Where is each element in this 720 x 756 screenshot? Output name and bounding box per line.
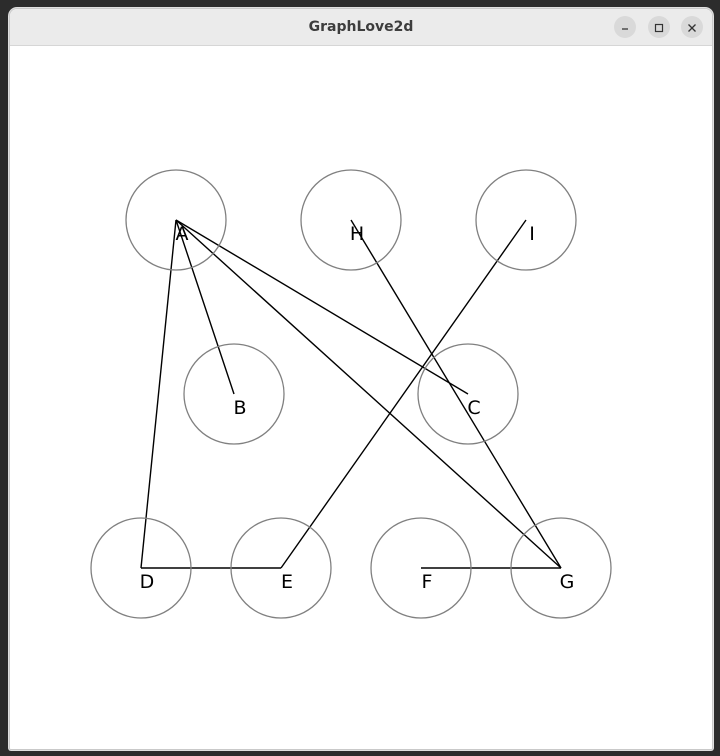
minimize-icon <box>620 18 630 37</box>
graph-svg: A H I B C D E F G <box>90 169 612 619</box>
node-circle-f[interactable] <box>370 517 472 619</box>
node-f[interactable]: F <box>370 517 472 619</box>
title-bar[interactable]: GraphLove2d <box>10 9 712 46</box>
node-c[interactable]: C <box>417 343 519 445</box>
node-circle-c[interactable] <box>417 343 519 445</box>
node-circle-d[interactable] <box>90 517 192 619</box>
minimize-button[interactable] <box>614 16 636 38</box>
edge-a-b <box>175 219 235 395</box>
node-label-f: F <box>422 571 433 593</box>
node-circle-a[interactable] <box>125 169 227 271</box>
edge-e-i <box>280 219 527 569</box>
node-label-h: H <box>350 223 364 245</box>
node-g[interactable]: G <box>510 517 612 619</box>
node-label-a: A <box>176 223 189 245</box>
node-circle-e[interactable] <box>230 517 332 619</box>
node-circle-g[interactable] <box>510 517 612 619</box>
node-b[interactable]: B <box>183 343 285 445</box>
graph-canvas[interactable]: A H I B C D E F G <box>10 46 712 749</box>
node-label-g: G <box>560 571 575 593</box>
node-a[interactable]: A <box>125 169 227 271</box>
node-label-e: E <box>281 571 293 593</box>
node-circle-h[interactable] <box>300 169 402 271</box>
node-e[interactable]: E <box>230 517 332 619</box>
node-label-d: D <box>140 571 155 593</box>
edge-a-d <box>140 219 177 569</box>
edge-a-g <box>175 219 562 569</box>
edges-layer <box>140 219 562 569</box>
node-label-c: C <box>467 397 480 419</box>
maximize-icon <box>654 18 664 37</box>
nodes-layer: A H I B C D E F G <box>90 169 612 619</box>
close-icon <box>687 18 697 37</box>
edge-h-g <box>350 219 562 569</box>
app-window: GraphLove2d A H I B C D E F G <box>9 8 713 750</box>
close-button[interactable] <box>681 16 703 38</box>
node-h[interactable]: H <box>300 169 402 271</box>
node-d[interactable]: D <box>90 517 192 619</box>
maximize-button[interactable] <box>648 16 670 38</box>
node-circle-b[interactable] <box>183 343 285 445</box>
node-i[interactable]: I <box>475 169 577 271</box>
window-title: GraphLove2d <box>308 19 414 35</box>
node-label-b: B <box>233 397 246 419</box>
node-label-i: I <box>529 223 535 245</box>
edge-a-c <box>175 219 469 395</box>
node-circle-i[interactable] <box>475 169 577 271</box>
